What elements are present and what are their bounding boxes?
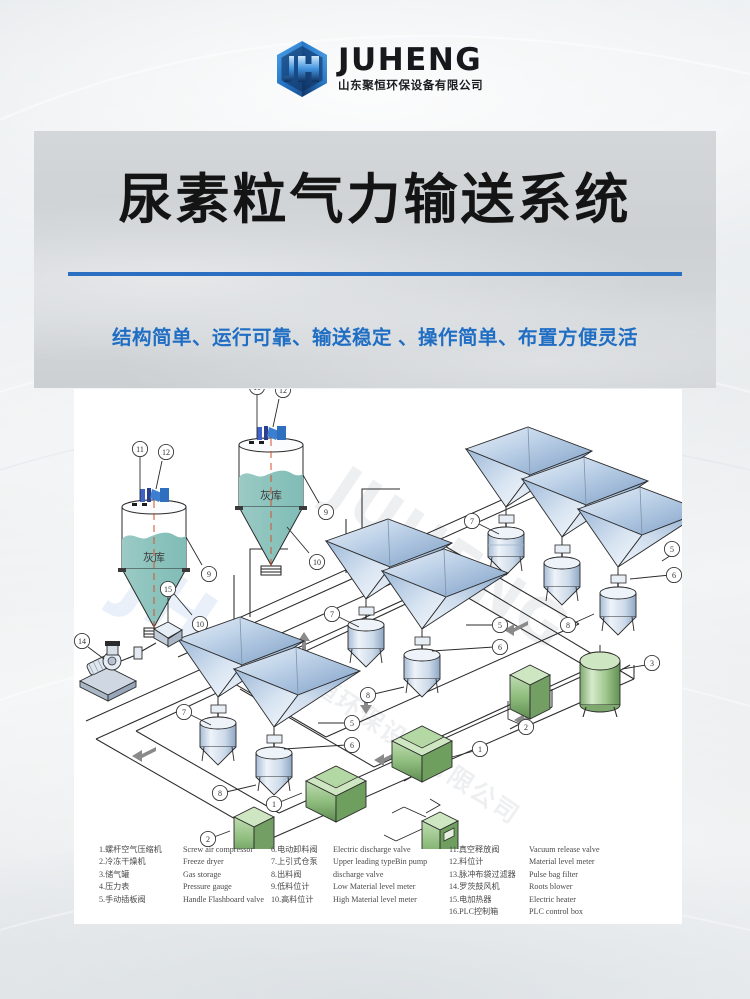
legend-item-label-en: discharge valve <box>333 869 384 879</box>
svg-text:14: 14 <box>78 637 86 646</box>
legend-item-label-cn: 4.压力表 <box>99 882 130 892</box>
legend-column-3: 11.真空释放阀 Vacuum release valve 12.料位计 Materi… <box>449 844 674 918</box>
legend-item-label-cn: 8.出料阀 <box>271 869 302 879</box>
legend-item-label-en: Electric heater <box>529 894 576 904</box>
legend-item-label-cn: 15.电加热器 <box>449 894 492 904</box>
legend-item-label-cn: 13.脉冲布袋过滤器 <box>449 869 516 879</box>
legend-item-label-en: PLC control box <box>529 906 583 916</box>
svg-text:3: 3 <box>650 659 654 668</box>
legend-item: 3.储气罐 Gas storage <box>99 869 289 881</box>
svg-text:1: 1 <box>478 745 482 754</box>
legend-item: 6.电动卸料阀 Electric discharge valve <box>271 844 451 856</box>
legend-item: 11.真空释放阀 Vacuum release valve <box>449 844 674 856</box>
title-banner: 尿素粒气力输送系统 结构简单、运行可靠、输送稳定 、操作简单、布置方便灵活 <box>34 131 716 388</box>
brand-name-cn: 山东聚恒环保设备有限公司 <box>338 80 484 93</box>
svg-text:6: 6 <box>498 643 502 652</box>
air-supply-equipment: 1 1 2 <box>199 645 661 849</box>
svg-text:12: 12 <box>279 389 287 395</box>
juheng-hexagon-jh-logo-icon <box>277 41 327 97</box>
svg-text:12: 12 <box>162 448 170 457</box>
legend-item-label-cn: 16.PLC控制箱 <box>449 906 499 916</box>
svg-text:2: 2 <box>206 835 210 844</box>
legend-item: 13.脉冲布袋过滤器 Pulse bag filter <box>449 869 674 881</box>
legend-item-label-cn: 5.手动插板阀 <box>99 894 146 904</box>
title-divider <box>68 272 682 276</box>
bin-pump-assembly: 7 5 6 8 <box>463 426 682 636</box>
svg-text:9: 9 <box>324 508 328 517</box>
legend-item-label-cn: 11.真空释放阀 <box>449 845 500 854</box>
legend-item: 9.低料位计 Low Material level meter <box>271 881 451 893</box>
svg-text:2: 2 <box>524 723 528 732</box>
legend-item-label-cn: 9.低料位计 <box>271 882 310 892</box>
legend-item: 16.PLC控制箱 PLC control box <box>449 906 674 918</box>
svg-text:15: 15 <box>164 585 172 594</box>
legend-item-label-cn: 7.上引式仓泵 <box>271 857 318 867</box>
legend-item-label-en: Electric discharge valve <box>333 845 411 854</box>
legend-item-label-en: Freeze dryer <box>183 857 224 867</box>
diagram-legend: 1.螺杆空气压缩机 Screw air compressor 2.冷冻干燥机 Free… <box>74 844 682 924</box>
svg-text:11: 11 <box>253 389 261 392</box>
legend-item: 7.上引式仓泵 Upper leading typeBin pump <box>271 856 451 868</box>
svg-text:1: 1 <box>272 800 276 809</box>
bin-pump-assembly: 7 5 6 8 <box>175 616 362 802</box>
svg-text:10: 10 <box>313 558 321 567</box>
legend-item-label-cn: 10.高料位计 <box>271 894 314 904</box>
legend-item-label-en: Pulse bag filter <box>529 869 579 879</box>
legend-column-2: 6.电动卸料阀 Electric discharge valve 7.上引式仓泵 Up… <box>271 844 451 906</box>
svg-text:7: 7 <box>470 517 474 526</box>
svg-text:5: 5 <box>498 621 502 630</box>
svg-text:7: 7 <box>330 610 334 619</box>
legend-item-label-en: Vacuum release valve <box>529 845 600 854</box>
svg-text:8: 8 <box>566 621 570 630</box>
legend-item-label-cn: 14.罗茨鼓风机 <box>449 882 500 892</box>
legend-item: 8.出料阀 discharge valve <box>271 869 451 881</box>
legend-item: 2.冷冻干燥机 Freeze dryer <box>99 856 289 868</box>
legend-item-label-cn: 6.电动卸料阀 <box>271 845 318 854</box>
svg-text:6: 6 <box>350 741 354 750</box>
legend-item-label-en: Screw air compressor <box>183 845 254 854</box>
system-diagram-card: JUHENG 山东聚恒环保设备有限公司 JH <box>74 389 682 924</box>
brand-logo: JUHENG 山东聚恒环保设备有限公司 <box>275 40 483 98</box>
svg-text:8: 8 <box>366 691 370 700</box>
roots-blower-and-heater: 14 15 <box>74 580 183 702</box>
svg-text:7: 7 <box>182 708 186 717</box>
legend-item-label-en: Low Material level meter <box>333 882 416 892</box>
legend-item-label-cn: 3.储气罐 <box>99 869 130 879</box>
legend-item-label-cn: 1.螺杆空气压缩机 <box>99 845 162 854</box>
legend-item-label-en: Roots blower <box>529 882 573 892</box>
legend-item: 1.螺杆空气压缩机 Screw air compressor <box>99 844 289 856</box>
svg-text:8: 8 <box>218 789 222 798</box>
svg-text:5: 5 <box>670 545 674 554</box>
legend-item-label-cn: 2.冷冻干燥机 <box>99 857 146 867</box>
page-header: JUHENG 山东聚恒环保设备有限公司 <box>0 0 750 132</box>
pneumatic-conveying-diagram: JUHENG 山东聚恒环保设备有限公司 JH <box>74 389 682 849</box>
svg-text:灰库: 灰库 <box>143 550 165 564</box>
svg-text:6: 6 <box>672 571 676 580</box>
legend-item: 5.手动插板阀 Handle Flashboard valve <box>99 894 289 906</box>
legend-item-label-en: Pressure gauge <box>183 882 232 892</box>
legend-item: 15.电加热器 Electric heater <box>449 894 674 906</box>
legend-column-1: 1.螺杆空气压缩机 Screw air compressor 2.冷冻干燥机 Free… <box>99 844 289 906</box>
legend-item-label-en: High Material level meter <box>333 894 417 904</box>
page-title: 尿素粒气力输送系统 <box>118 168 632 231</box>
brand-name-en: JUHENG <box>338 42 483 79</box>
legend-item: 14.罗茨鼓风机 Roots blower <box>449 881 674 893</box>
svg-text:5: 5 <box>350 719 354 728</box>
legend-item-label-en: Upper leading typeBin pump <box>333 857 428 867</box>
legend-item: 4.压力表 Pressure gauge <box>99 881 289 893</box>
legend-item-label-en: Gas storage <box>183 869 221 879</box>
legend-item-label-cn: 12.料位计 <box>449 857 484 867</box>
svg-text:灰库: 灰库 <box>260 488 282 502</box>
svg-text:9: 9 <box>207 570 211 579</box>
legend-item: 12.料位计 Material level meter <box>449 856 674 868</box>
svg-text:10: 10 <box>196 620 204 629</box>
svg-text:11: 11 <box>136 445 144 454</box>
legend-item: 10.高料位计 High Material level meter <box>271 894 451 906</box>
bin-pump-assembly: 7 5 6 8 <box>323 518 510 704</box>
legend-item-label-en: Handle Flashboard valve <box>183 894 264 904</box>
brand-text: JUHENG 山东聚恒环保设备有限公司 <box>338 45 483 93</box>
ash-silo-right: 灰库 11 12 9 10 <box>235 389 335 576</box>
legend-item-label-en: Material level meter <box>529 857 595 867</box>
page-subtitle: 结构简单、运行可靠、输送稳定 、操作简单、布置方便灵活 <box>112 327 638 349</box>
